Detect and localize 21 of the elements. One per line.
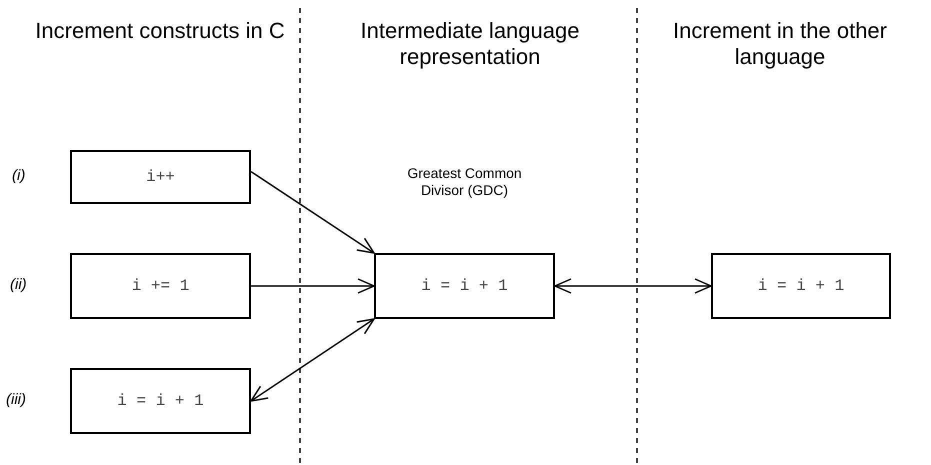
code-text: i = i + 1 (421, 277, 508, 295)
arrow (251, 278, 375, 294)
process-box (374, 253, 555, 319)
column-heading: Increment constructs in C (34, 18, 286, 44)
column-heading: Increment in the other language (672, 18, 888, 71)
double-arrow (250, 318, 375, 402)
column-heading: Intermediate language representation (360, 18, 580, 71)
code-text: i = i + 1 (117, 392, 204, 410)
process-box (70, 253, 251, 319)
code-text: i++ (146, 168, 175, 186)
code-text: i += 1 (132, 277, 190, 295)
row-label: (ii) (10, 276, 27, 293)
double-arrow (554, 278, 712, 294)
row-label: (i) (12, 167, 26, 184)
process-box (70, 150, 251, 204)
process-box (711, 253, 891, 319)
process-box (70, 368, 251, 434)
node-caption: Greatest Common Divisor (GDC) (406, 165, 523, 199)
code-text: i = i + 1 (758, 277, 844, 295)
row-label: (iii) (6, 391, 26, 408)
arrow (250, 170, 375, 254)
